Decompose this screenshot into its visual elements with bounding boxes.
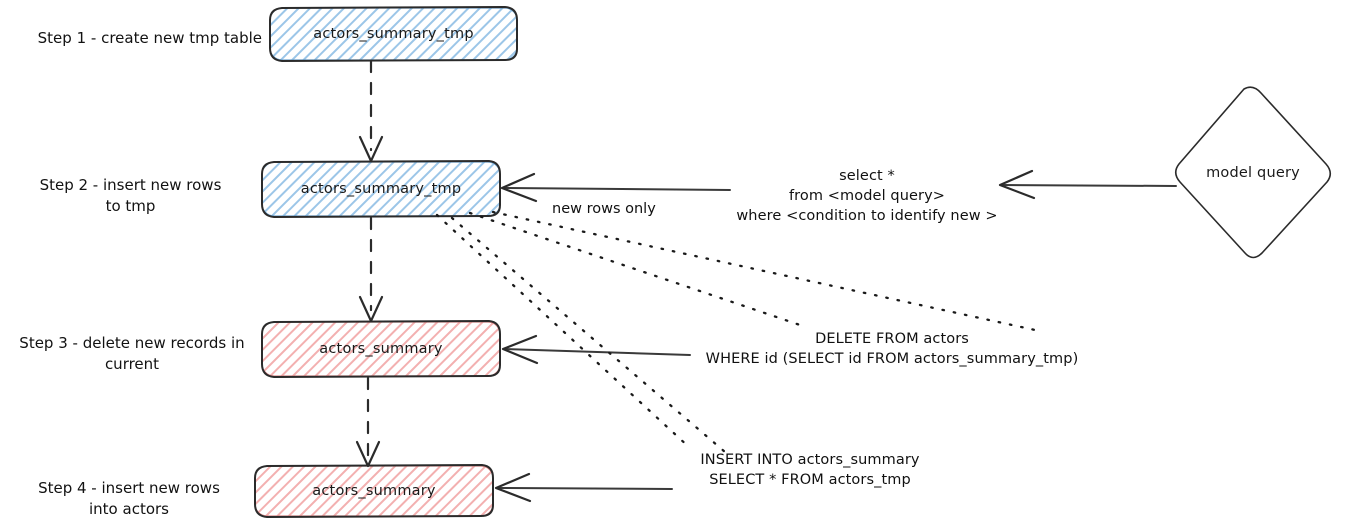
node-node2[interactable]: actors_summary_tmp [262, 162, 500, 216]
node-label-node3: actors_summary [319, 341, 443, 357]
node-label-node5: model query [1206, 165, 1300, 181]
edge-label-model-query: select * from <model query> where <condi… [736, 168, 998, 224]
edge-label-delete-statement: DELETE FROM actors WHERE id (SELECT id F… [705, 331, 1079, 367]
node-node4[interactable]: actors_summary [255, 466, 493, 516]
connector-new-rows-only [500, 172, 731, 203]
node-label-node2: actors_summary_tmp [300, 181, 462, 197]
connector-model-query [998, 169, 1177, 200]
connector-step1-to-step2 [358, 59, 384, 163]
connector-insert-statement [494, 472, 673, 503]
step-label-step1: Step 1 - create new tmp table [37, 29, 262, 47]
reference-line-to-delete [468, 210, 1037, 332]
node-label-node1: actors_summary_tmp [313, 26, 474, 42]
edge-label-new-rows-only: new rows only [552, 201, 656, 217]
node-node3[interactable]: actors_summary [262, 322, 500, 376]
connector-step2-to-step3 [358, 216, 384, 323]
connector-delete-statement [501, 334, 691, 365]
connector-step3-to-step4 [355, 376, 381, 468]
edge-label-insert-statement: INSERT INTO actors_summary SELECT * FROM… [700, 452, 920, 488]
step-label-step3: Step 3 - delete new records in current [19, 334, 245, 373]
step-label-step2: Step 2 - insert new rows to tmp [39, 176, 222, 215]
step-label-step4: Step 4 - insert new rows into actors [38, 479, 220, 518]
node-node5-model-query[interactable]: model query [1172, 84, 1334, 262]
node-label-node4: actors_summary [312, 483, 436, 499]
node-node1[interactable]: actors_summary_tmp [270, 8, 517, 60]
